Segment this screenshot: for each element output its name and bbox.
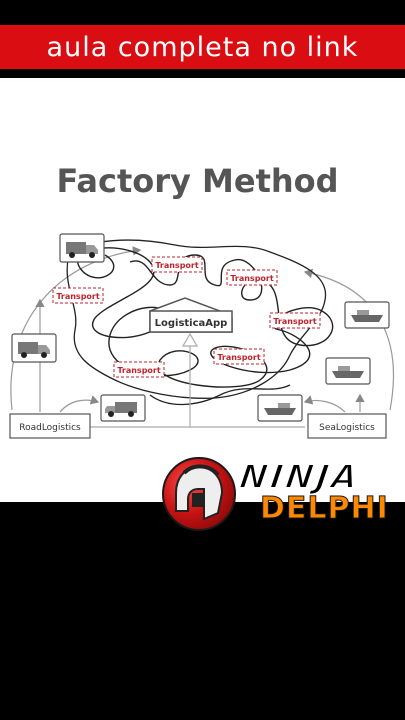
outer-arc-right [303, 268, 394, 411]
factory-diagram: LogisticaApp Transport Transport Transpo… [9, 233, 394, 439]
transport-label-3: Transport [226, 269, 278, 286]
inherit-triangle [181, 332, 199, 347]
svg-text:Transport: Transport [273, 317, 317, 326]
transport-label-5: Transport [213, 348, 265, 365]
sea-logistics-box: SeaLogistics [307, 413, 387, 439]
tangled-path-2 [66, 239, 327, 399]
ninja-delphi-logo: NINJA DELPHI [160, 455, 405, 535]
transport-label-4: Transport [269, 312, 321, 329]
top-banner: aula completa no link [0, 0, 405, 78]
diagram-title: Factory Method [56, 162, 339, 200]
transport-label-1: Transport [151, 256, 203, 273]
svg-text:SeaLogistics: SeaLogistics [319, 423, 375, 433]
spartan-helmet-icon [162, 457, 236, 531]
logo-word-delphi: DELPHI [260, 491, 389, 527]
svg-text:RoadLogistics: RoadLogistics [19, 423, 81, 433]
svg-text:Transport: Transport [155, 261, 199, 270]
banner-text[interactable]: aula completa no link [46, 31, 359, 63]
banner-strip: aula completa no link [0, 25, 405, 69]
ship-icon [257, 394, 303, 422]
diagram-panel: Factory Method LogisticaApp [0, 78, 405, 502]
transport-label-6: Transport [113, 361, 165, 378]
tangled-path-3 [149, 384, 291, 406]
arrow-sea-left [303, 395, 346, 413]
truck-icon [59, 233, 105, 263]
logistica-app-box: LogisticaApp [149, 297, 233, 333]
svg-text:Transport: Transport [230, 274, 274, 283]
ship-icon [344, 301, 390, 329]
road-logistics-box: RoadLogistics [9, 413, 91, 439]
transport-label-2: Transport [52, 287, 104, 304]
bottom-area [0, 502, 405, 720]
center-label: LogisticaApp [155, 318, 228, 329]
ship-icon [325, 357, 371, 385]
truck-icon [100, 394, 146, 422]
truck-icon [11, 333, 57, 363]
arrow-road-right [59, 395, 100, 413]
svg-text:Transport: Transport [117, 366, 161, 375]
svg-text:Transport: Transport [56, 292, 100, 301]
svg-text:Transport: Transport [217, 353, 261, 362]
